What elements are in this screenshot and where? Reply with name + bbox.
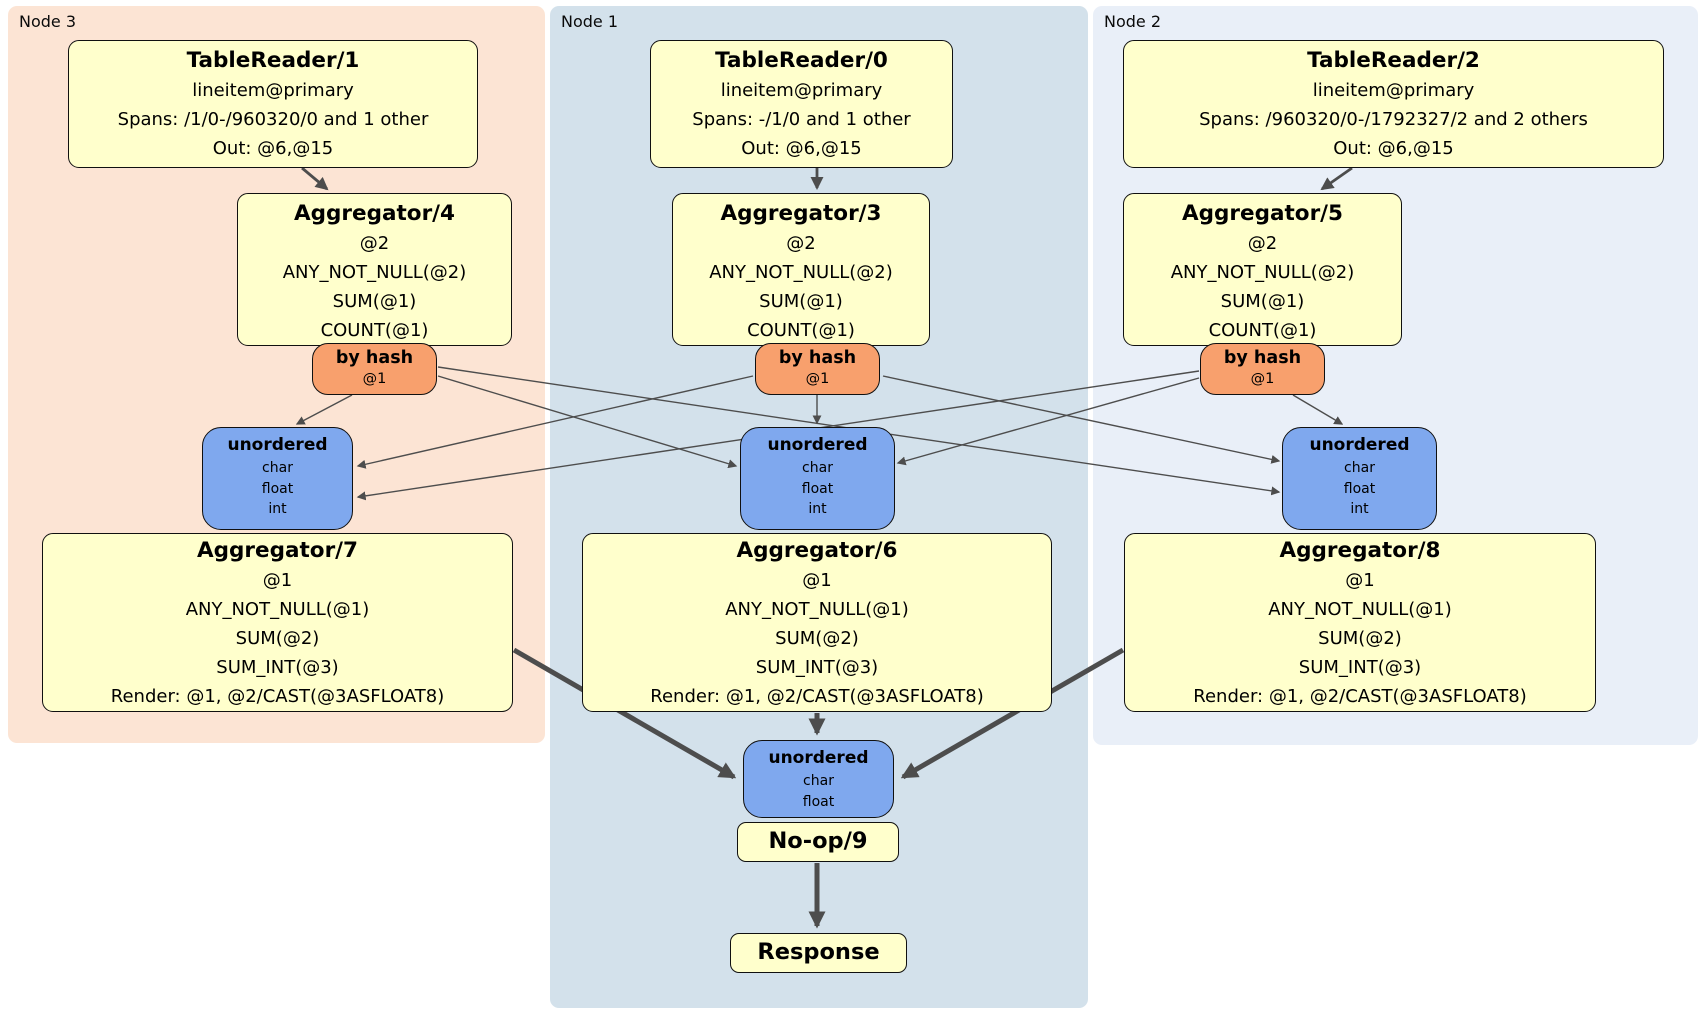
processor-line: lineitem@primary <box>1312 80 1475 101</box>
processor-line: @1 <box>802 570 832 591</box>
processor-title: Aggregator/6 <box>736 538 898 563</box>
sync-line: float <box>261 480 294 497</box>
processor-line: @2 <box>1247 233 1278 254</box>
sync-line: char <box>262 460 293 476</box>
processor-line: @2 <box>359 233 390 254</box>
tablereader-0-box: TableReader/0 lineitem@primary Spans: -/… <box>650 40 953 168</box>
processor-line: SUM(@2) <box>1318 628 1402 649</box>
processor-title: Aggregator/8 <box>1279 538 1441 563</box>
aggregator-8-box: Aggregator/8 @1 ANY_NOT_NULL(@1) SUM(@2)… <box>1124 533 1596 712</box>
processor-title: Response <box>757 939 880 965</box>
aggregator-5-box: Aggregator/5 @2 ANY_NOT_NULL(@2) SUM(@1)… <box>1123 193 1402 346</box>
processor-line: Render: @1, @2/CAST(@3ASFLOAT8) <box>110 686 445 707</box>
processor-line: Out: @6,@15 <box>741 138 862 159</box>
sync-line: int <box>808 501 827 517</box>
processor-title: TableReader/1 <box>186 48 360 73</box>
processor-line: SUM(@2) <box>775 628 859 649</box>
unordered-sync-final: unordered char float <box>743 740 894 818</box>
router-title: by hash <box>335 348 414 368</box>
processor-line: Out: @6,@15 <box>1333 138 1454 159</box>
aggregator-7-box: Aggregator/7 @1 ANY_NOT_NULL(@1) SUM(@2)… <box>42 533 513 712</box>
sync-line: float <box>802 793 835 810</box>
tablereader-1-box: TableReader/1 lineitem@primary Spans: /1… <box>68 40 478 168</box>
processor-line: COUNT(@1) <box>1208 320 1317 341</box>
processor-line: lineitem@primary <box>192 80 354 101</box>
processor-line: ANY_NOT_NULL(@2) <box>282 262 467 283</box>
processor-line: @1 <box>1345 570 1375 591</box>
router-subtitle: @1 <box>1250 371 1275 387</box>
processor-line: lineitem@primary <box>720 80 883 101</box>
processor-line: SUM_INT(@3) <box>755 657 879 678</box>
sync-line: char <box>1344 460 1375 476</box>
sync-title: unordered <box>227 435 328 455</box>
noop-9-box: No-op/9 <box>737 822 899 862</box>
processor-title: TableReader/0 <box>715 48 888 73</box>
processor-line: Render: @1, @2/CAST(@3ASFLOAT8) <box>1193 686 1527 707</box>
processor-line: @2 <box>786 233 816 254</box>
processor-line: Out: @6,@15 <box>212 138 334 159</box>
processor-line: Render: @1, @2/CAST(@3ASFLOAT8) <box>650 686 984 707</box>
processor-line: COUNT(@1) <box>320 320 429 341</box>
processor-line: @1 <box>262 570 293 591</box>
aggregator-3-box: Aggregator/3 @2 ANY_NOT_NULL(@2) SUM(@1)… <box>672 193 930 346</box>
processor-line: ANY_NOT_NULL(@2) <box>709 262 893 283</box>
sync-line: char <box>802 460 833 476</box>
node1-label: Node 1 <box>561 12 619 31</box>
processor-title: Aggregator/5 <box>1182 201 1343 226</box>
processor-line: SUM(@1) <box>332 291 417 312</box>
sync-title: unordered <box>768 748 869 768</box>
hash-router-node3: by hash @1 <box>312 343 437 395</box>
sync-line: int <box>268 501 287 517</box>
sync-line: int <box>1350 501 1369 517</box>
node2-label: Node 2 <box>1104 12 1162 31</box>
processor-title: No-op/9 <box>768 828 868 854</box>
unordered-sync-node3: unordered char float int <box>202 427 353 530</box>
hash-router-node2: by hash @1 <box>1200 343 1325 395</box>
processor-line: SUM(@1) <box>759 291 843 312</box>
processor-title: TableReader/2 <box>1307 48 1480 73</box>
router-subtitle: @1 <box>362 371 387 387</box>
processor-title: Aggregator/7 <box>197 538 358 563</box>
tablereader-2-box: TableReader/2 lineitem@primary Spans: /9… <box>1123 40 1664 168</box>
node3-label: Node 3 <box>19 12 77 31</box>
processor-line: SUM_INT(@3) <box>216 657 339 678</box>
aggregator-6-box: Aggregator/6 @1 ANY_NOT_NULL(@1) SUM(@2)… <box>582 533 1052 712</box>
aggregator-4-box: Aggregator/4 @2 ANY_NOT_NULL(@2) SUM(@1)… <box>237 193 512 346</box>
processor-line: SUM(@1) <box>1220 291 1305 312</box>
sync-title: unordered <box>1309 435 1410 455</box>
response-box: Response <box>730 933 907 973</box>
processor-line: SUM(@2) <box>235 628 320 649</box>
hash-router-node1: by hash @1 <box>755 343 880 395</box>
sync-line: float <box>801 480 834 497</box>
processor-title: Aggregator/3 <box>720 201 882 226</box>
processor-line: ANY_NOT_NULL(@1) <box>185 599 370 620</box>
processor-line: Spans: -/1/0 and 1 other <box>692 109 911 130</box>
processor-line: COUNT(@1) <box>747 320 855 341</box>
router-title: by hash <box>778 348 857 368</box>
sync-title: unordered <box>767 435 868 455</box>
processor-title: Aggregator/4 <box>294 201 455 226</box>
processor-line: ANY_NOT_NULL(@2) <box>1170 262 1355 283</box>
processor-line: ANY_NOT_NULL(@1) <box>1268 599 1452 620</box>
processor-line: Spans: /1/0-/960320/0 and 1 other <box>117 109 429 130</box>
router-subtitle: @1 <box>805 371 830 387</box>
unordered-sync-node1: unordered char float int <box>740 427 895 530</box>
processor-line: ANY_NOT_NULL(@1) <box>725 599 909 620</box>
router-title: by hash <box>1223 348 1302 368</box>
unordered-sync-node2: unordered char float int <box>1282 427 1437 530</box>
processor-line: SUM_INT(@3) <box>1298 657 1422 678</box>
processor-line: Spans: /960320/0-/1792327/2 and 2 others <box>1199 109 1588 130</box>
sync-line: char <box>803 773 834 789</box>
sync-line: float <box>1343 480 1376 497</box>
